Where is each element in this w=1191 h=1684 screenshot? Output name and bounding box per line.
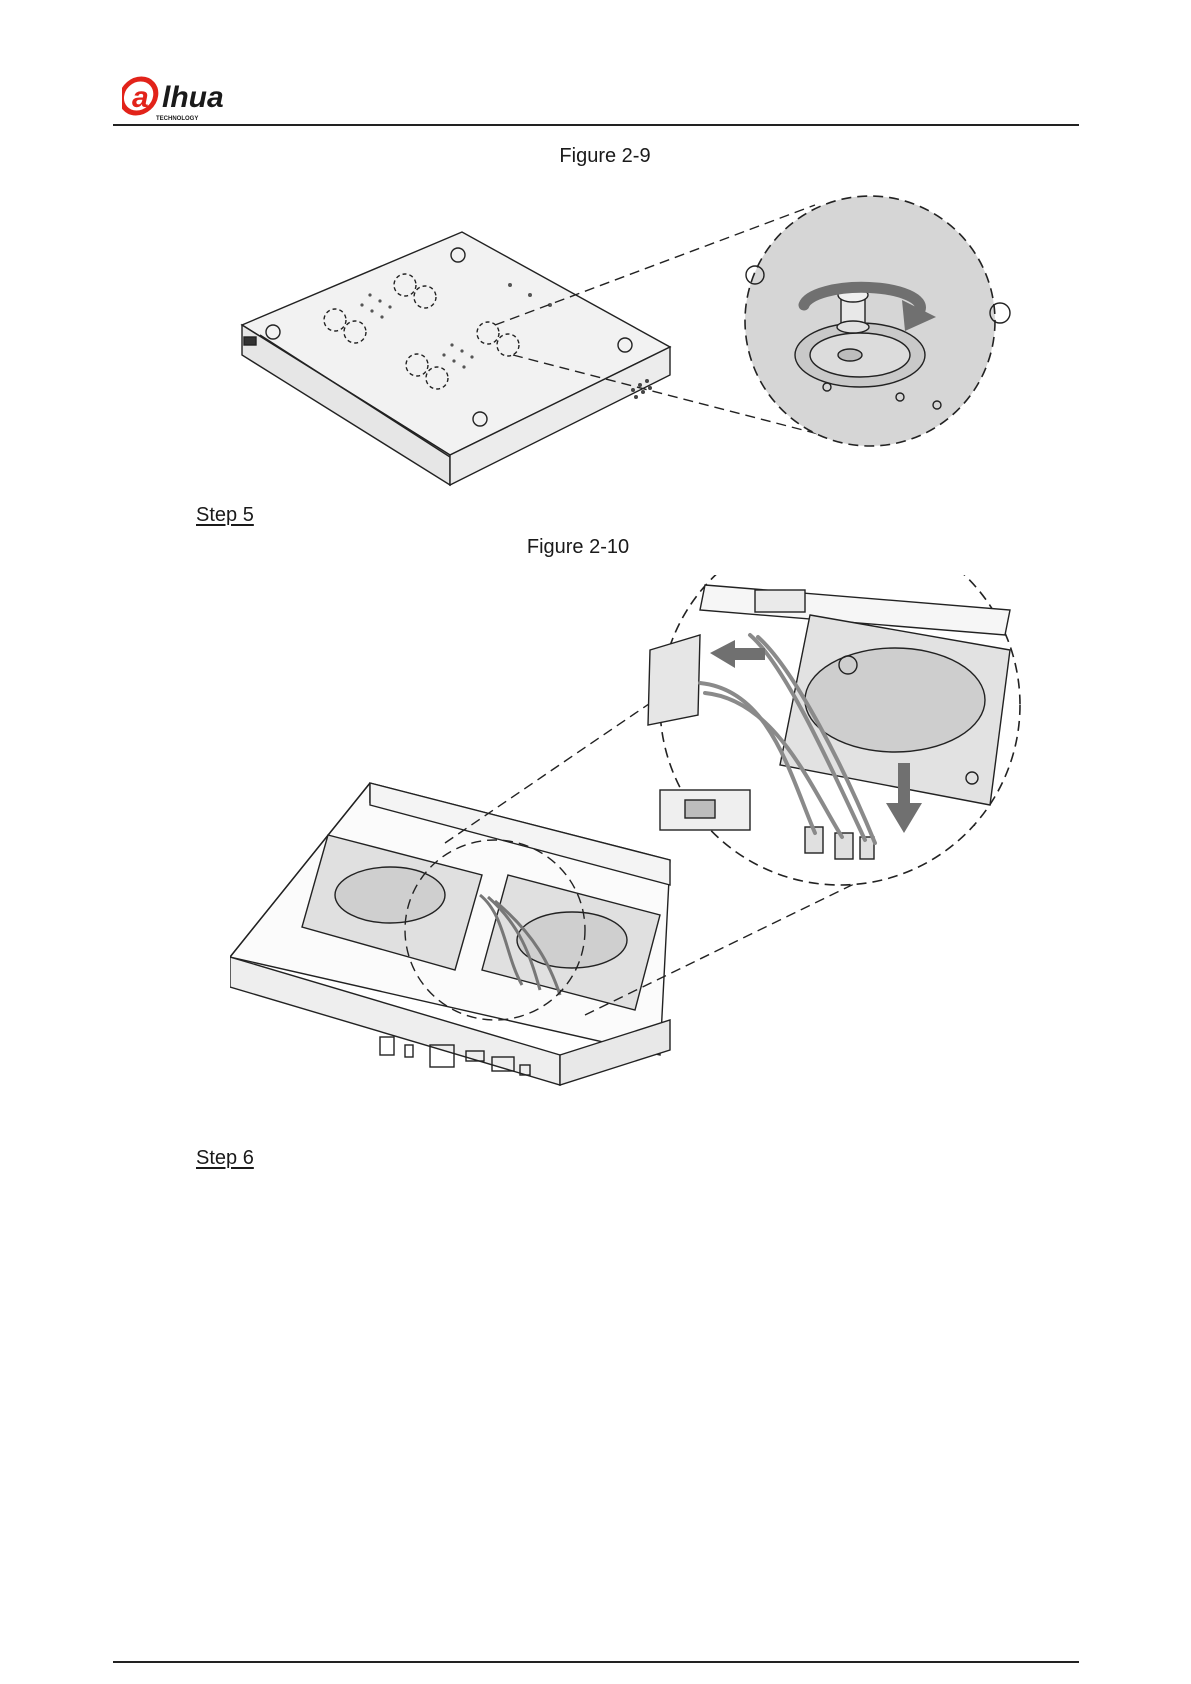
figure-2-9-illustration	[230, 185, 1050, 500]
dahua-logo: a lhua TECHNOLOGY	[122, 72, 262, 124]
step-label: Step 5	[196, 503, 254, 527]
header-rule	[113, 124, 1079, 126]
logo-subtext: TECHNOLOGY	[156, 116, 198, 122]
footer-rule	[113, 1661, 1079, 1663]
logo-wordmark: a	[132, 81, 149, 114]
figure-caption: Figure 2-10	[428, 535, 728, 559]
svg-text:lhua: lhua	[162, 81, 224, 114]
figure-2-10-illustration	[230, 575, 1050, 1145]
step-label: Step 6	[196, 1146, 254, 1170]
figure-caption: Figure 2-9	[455, 144, 755, 168]
